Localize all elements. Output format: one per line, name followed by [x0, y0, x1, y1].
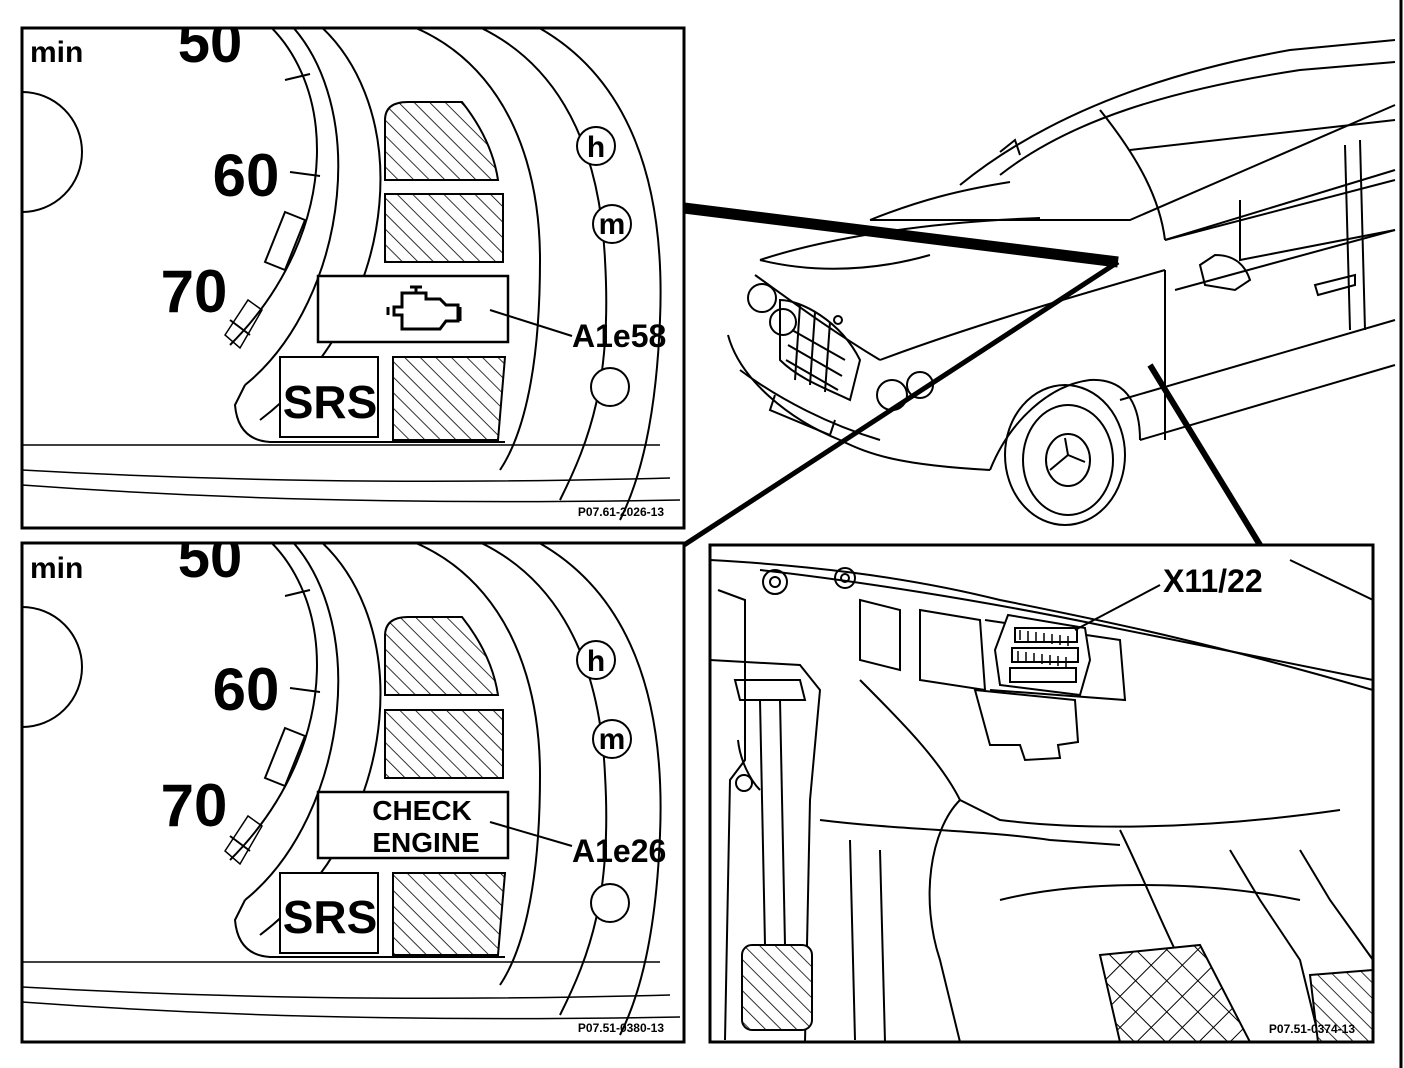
check-engine-lamp-window: [316, 790, 510, 860]
srs-label: SRS: [283, 891, 378, 943]
hatched-lamp-2: [384, 193, 504, 263]
hatched-lamp-1: [384, 616, 500, 696]
panel-frame: [20, 541, 686, 1044]
tick-label-60: 60: [213, 142, 280, 209]
tick-label-50: 50: [178, 10, 243, 75]
hatched-lamp-1: [384, 101, 500, 181]
minute-symbol: m: [599, 208, 626, 241]
minute-button: [592, 204, 632, 244]
figure-code: P07.51-0380-13: [578, 1021, 664, 1035]
srs-lamp: [279, 872, 379, 954]
diagnostic-connector: [993, 613, 1092, 697]
panel-frame: [20, 26, 686, 530]
check-engine-icon: [386, 285, 462, 331]
hour-button: [576, 640, 616, 680]
hatched-lamp-3: [392, 356, 507, 441]
mercedes-star-icon: [833, 315, 843, 325]
check-engine-line1: CHECK: [372, 795, 472, 826]
tick-label-50: 50: [178, 525, 243, 590]
rpm-unit-label: min: [30, 36, 83, 69]
figure-code: P07.61-2026-13: [578, 505, 664, 519]
tick-label-60: 60: [213, 656, 280, 723]
rpm-unit-label: min: [30, 552, 83, 585]
footwell-panel: X11/22 P07.51-0374-13: [708, 543, 1375, 1044]
instrument-panel-top: SRS min 50 60 70 h m A1e58 P07.61-2026-1…: [20, 10, 686, 530]
hour-symbol: h: [587, 645, 605, 678]
instrument-panel-bottom: CHECK ENGINE SRS min 50 60 70 h m A1e26 …: [20, 525, 686, 1044]
callout-leader: [1074, 584, 1161, 631]
srs-lamp: [279, 356, 379, 438]
tick-label-70: 70: [161, 772, 228, 839]
reset-button: [590, 367, 630, 407]
mercedes-star-icon: [1049, 437, 1086, 471]
minute-button: [592, 719, 632, 759]
figure-code: P07.51-0374-13: [1269, 1022, 1355, 1036]
hour-symbol: h: [587, 131, 605, 164]
callout-leader: [489, 821, 573, 847]
minute-symbol: m: [599, 723, 626, 756]
callout-leader: [489, 309, 573, 337]
leader-lines: [682, 202, 1263, 548]
hour-button: [576, 126, 616, 166]
callout-a1e26: A1e26: [572, 833, 666, 869]
panel-frame: [708, 543, 1375, 1044]
check-engine-line2: ENGINE: [372, 827, 479, 858]
reset-button: [590, 883, 630, 923]
car-illustration: [727, 39, 1396, 526]
hatched-lamp-3: [392, 872, 507, 956]
callout-a1e58: A1e58: [572, 318, 666, 354]
hatched-lamp-2: [384, 709, 504, 779]
callout-x11-22: X11/22: [1163, 563, 1263, 599]
srs-label: SRS: [283, 376, 378, 428]
tick-label-70: 70: [161, 258, 228, 325]
